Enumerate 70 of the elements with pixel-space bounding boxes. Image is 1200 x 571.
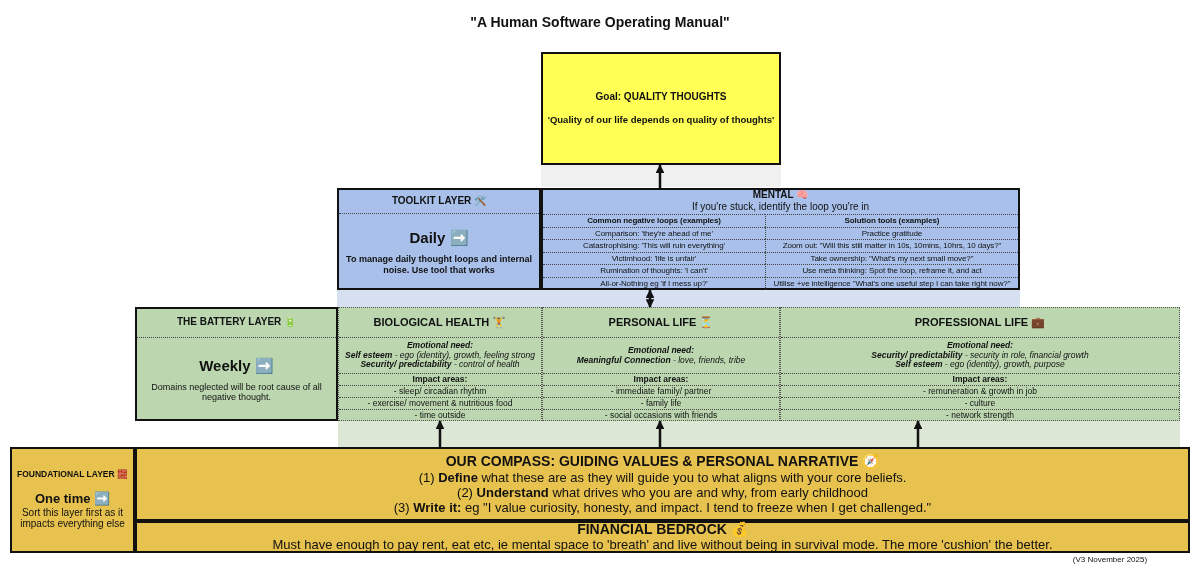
impact-item: - culture (964, 398, 996, 409)
impact-item: - exercise/ movement & nutritious food (367, 398, 513, 409)
column-heading: Common negative loops (examples) (543, 214, 765, 227)
impact-item: - sleep/ circadian rhythm (393, 386, 487, 397)
layer-heading: FOUNDATIONAL LAYER 🧱 (17, 470, 128, 480)
compass-panel (135, 447, 1190, 521)
bedrock-panel (135, 521, 1190, 553)
domain-heading: PROFESSIONAL LIFE 💼 (914, 315, 1046, 329)
impact-item: - network strength (946, 410, 1014, 421)
goal-quote: 'Quality of our life depends on quality of thoughts' (547, 114, 775, 126)
impact-item: - family life (640, 398, 682, 409)
loop-example: Rumination of thoughts: 'I can't' (543, 264, 765, 277)
panel-subtitle: If you're stuck, identify the loop you're in (691, 200, 870, 212)
loop-example: All-or-Nothing eg 'if I mess up?' (543, 277, 765, 290)
version-note: (V3 November 2025) (1071, 555, 1149, 564)
frequency-label: One time ➡ (34, 491, 111, 507)
solution-tool: Zoom out: "Will this still matter in 10s, 10mins, 10hrs, 10 days?" (765, 239, 1018, 252)
layer-description: Domains neglected will be root cause of all negative thought. (150, 381, 323, 403)
arrow (645, 289, 655, 308)
solution-tool: Utilise +ve intelligence "What's one useful step I can take right now?" (765, 277, 1018, 290)
need-text: Security/ predictability - security in role, financial growth (871, 350, 1089, 361)
impact-item: - immediate family/ partner (610, 386, 712, 397)
need-heading: Emotional need: (406, 340, 474, 351)
layer-panel (135, 307, 338, 421)
need-text: Meaningful Connection - love, friends, tribe (576, 355, 746, 366)
diagram-title: "A Human Software Operating Manual" (469, 14, 731, 30)
layer-description: To manage daily thought loops and internal noise. Use tool that works (345, 254, 533, 275)
layer-panel (10, 447, 135, 553)
domain-column (338, 307, 542, 421)
impact-item: - social occasions with friends (604, 410, 718, 421)
layer-panel (337, 188, 541, 290)
goal-heading: Goal: QUALITY THOUGHTS (595, 91, 727, 103)
impact-heading: Impact areas: (412, 374, 468, 385)
solution-tool: Use meta thinking: Spot the loop, reframe it, and act (765, 264, 1018, 277)
loop-example: Victimhood: 'life is unfair' (543, 251, 765, 265)
need-text: Security/ predictability - control of health (360, 360, 520, 371)
compass-step: (2) Understand what drives who you are and why, from early childhood (457, 485, 868, 501)
impact-heading: Impact areas: (633, 374, 689, 385)
mental-panel (541, 188, 1020, 290)
impact-heading: Impact areas: (952, 374, 1008, 385)
arrow (655, 164, 665, 188)
loop-example: Catastrophising: 'This will ruin everything' (543, 239, 765, 252)
compass-step: (1) Define what these are as they will guide you to what aligns with your core beliefs. (418, 470, 907, 486)
bedrock-heading: FINANCIAL BEDROCK 💰 (577, 521, 748, 538)
layer-heading: THE BATTERY LAYER 🔋 (176, 316, 297, 328)
frequency-label: Daily ➡ (409, 229, 469, 247)
domain-heading: PERSONAL LIFE ⏳ (608, 315, 714, 329)
need-heading: Emotional need: (627, 345, 695, 356)
goal-box (541, 52, 781, 165)
need-heading: Emotional need: (946, 340, 1014, 351)
loop-example: Comparison: 'they're ahead of me' (543, 226, 765, 240)
compass-heading: OUR COMPASS: GUIDING VALUES & PERSONAL NARRATIVE 🧭 (445, 452, 880, 469)
column-heading: Solution tools (examples) (765, 214, 1018, 227)
arrow (913, 420, 923, 447)
layer-description: Sort this layer first as it impacts everything else (19, 506, 126, 530)
panel-heading: MENTAL 🧠 (752, 189, 809, 201)
need-text: Self esteem - ego (identity), growth, purpose (895, 360, 1065, 371)
impact-item: - time outside (414, 410, 466, 421)
frequency-label: Weekly ➡ (199, 356, 274, 374)
domain-column (542, 307, 780, 421)
layer-heading: TOOLKIT LAYER 🛠 (391, 194, 487, 207)
domain-column (780, 307, 1180, 421)
domain-heading: BIOLOGICAL HEALTH 🏋 (373, 315, 507, 329)
arrow (435, 420, 445, 447)
solution-tool: Practice gratitude (765, 226, 1018, 240)
arrow (655, 420, 665, 447)
compass-step: (3) Write it: eg "I value curiosity, honesty, and impact. I tend to freeze when I get challenged." (393, 500, 932, 516)
need-text: Self esteem - ego (identity), growth, feeling strong (345, 350, 535, 361)
impact-item: - remuneration & growth in job (923, 386, 1037, 397)
solution-tool: Take ownership: "What's my next small move?" (765, 251, 1018, 265)
